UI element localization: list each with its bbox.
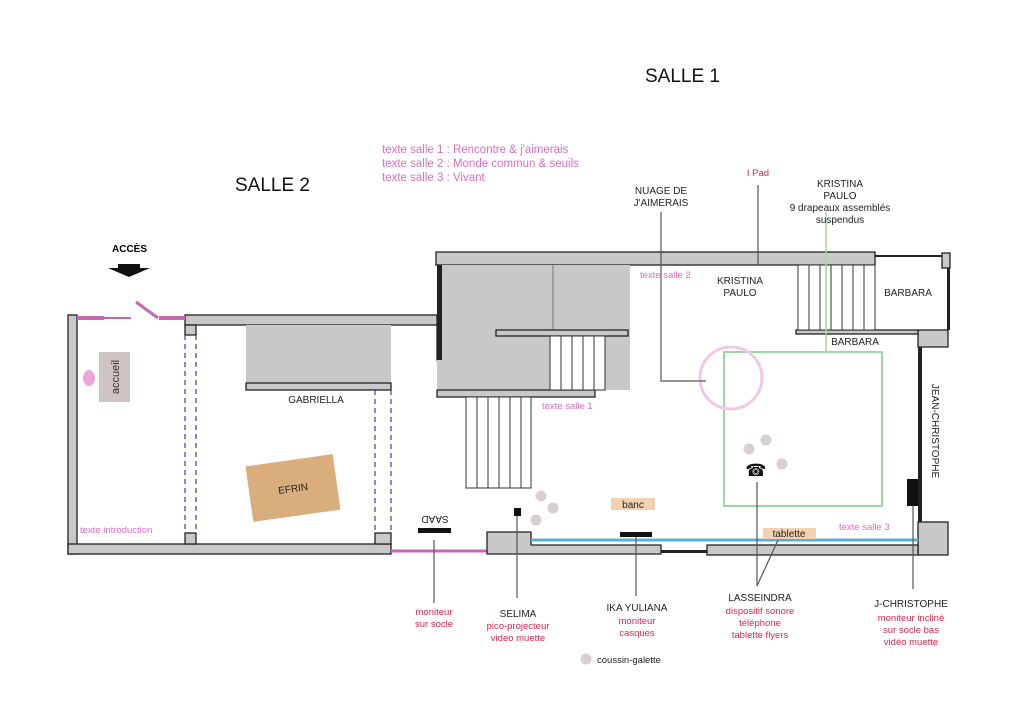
lasseindra-name: LASSEINDRA — [728, 593, 792, 604]
texte-salle-1: texte salle 1 — [542, 401, 593, 412]
cushion — [760, 434, 772, 446]
saad-callout-line1: moniteur — [416, 607, 453, 618]
access-arrow-icon — [108, 264, 150, 277]
kristina-label: KRISTINA — [717, 276, 763, 287]
curtain-lines — [184, 335, 392, 533]
lasseindra-detail-2: téléphone — [739, 618, 781, 629]
ipad-callout: I Pad — [747, 168, 769, 179]
staircase-3 — [797, 264, 876, 331]
nuage-callout-line2: J'AIMERAIS — [634, 198, 689, 209]
barbara-bottom-label: BARBARA — [831, 337, 879, 348]
accueil-label: accueil — [110, 360, 122, 394]
tablette-label: tablette — [773, 529, 806, 540]
legend-salle-1: texte salle 1 : Rencontre & j'aimerais — [382, 144, 569, 156]
kristina-callout-line3: 9 drapeaux assemblés — [790, 203, 891, 214]
flags-area — [723, 351, 883, 507]
efrin-label: EFRIN — [278, 482, 309, 497]
cushion — [547, 502, 559, 514]
cushion — [535, 490, 547, 502]
texte-salle-2: texte salle 2 — [640, 270, 691, 281]
kristina-callout-line4: suspendus — [816, 215, 864, 226]
saad-label: SAAD — [421, 513, 448, 524]
staircase-2 — [465, 396, 532, 489]
tablette-table — [763, 528, 816, 539]
telephone-icon: ☎ — [745, 461, 766, 481]
barbara-top-label: BARBARA — [884, 288, 932, 299]
banc-bench — [611, 498, 655, 510]
selima-name: SELIMA — [500, 609, 537, 620]
selima-detail-2: video muette — [491, 633, 545, 644]
salle-1-walls — [435, 251, 951, 556]
cushion — [743, 443, 755, 455]
lasseindra-detail-1: dispositif sonore — [726, 606, 795, 617]
gabriella-label: GABRIELLA — [288, 395, 344, 406]
nuage-circle — [698, 345, 764, 411]
saad-monitor — [418, 528, 451, 533]
legend-salle-2: texte salle 2 : Monde commun & seuils — [382, 158, 579, 170]
cushion-legend-icon — [580, 653, 592, 665]
lasseindra-detail-3: tablette flyers — [732, 630, 789, 641]
ika-monitor — [620, 532, 652, 537]
saad-callout-line2: sur socle — [415, 619, 453, 630]
selima-projector — [514, 508, 521, 516]
jc-monitor — [907, 479, 918, 506]
jc-detail-2: sur socle bas — [883, 625, 939, 636]
entrance-door — [77, 300, 185, 320]
kristina-callout-line2: PAULO — [823, 191, 856, 202]
staircase-1 — [549, 335, 606, 391]
nuage-callout-line1: NUAGE DE — [635, 186, 688, 197]
jc-detail-3: vidéo muette — [884, 637, 938, 648]
accueil-desk — [99, 352, 130, 402]
selima-detail-1: pico-projecteur — [487, 621, 550, 632]
efrin-table: EFRIN — [245, 454, 341, 522]
banc-label: banc — [622, 500, 644, 511]
title-salle-1: SALLE 1 — [645, 66, 720, 87]
texte-salle-3: texte salle 3 — [839, 522, 890, 533]
cushion-legend-label: coussin-galette — [597, 655, 661, 666]
cushion — [530, 514, 542, 526]
access-label: ACCÈS — [112, 242, 147, 255]
accueil-pink-marker — [83, 370, 95, 386]
legend-salle-3: texte salle 3 : Vivant — [382, 172, 486, 184]
jc-detail-1: moniteur incliné — [878, 613, 945, 624]
nuage-leader-line — [660, 212, 706, 382]
texts-legend: texte salle 1 : Rencontre & j'aimerais t… — [382, 144, 579, 184]
ika-name: IKA YULIANA — [607, 603, 668, 614]
paulo-label: PAULO — [723, 288, 756, 299]
lasseindra-leader-line — [756, 482, 779, 587]
jean-christophe-label: JEAN-CHRISTOPHE — [929, 384, 940, 479]
kristina-callout-line1: KRISTINA — [817, 179, 863, 190]
title-salle-2: SALLE 2 — [235, 175, 310, 196]
cushions — [530, 434, 788, 526]
ika-detail-2: casques — [619, 628, 655, 639]
jc-name: J-CHRISTOPHE — [874, 599, 948, 610]
texte-introduction: texte introduction — [80, 525, 152, 536]
cushion — [776, 458, 788, 470]
ika-detail-1: moniteur — [619, 616, 656, 627]
